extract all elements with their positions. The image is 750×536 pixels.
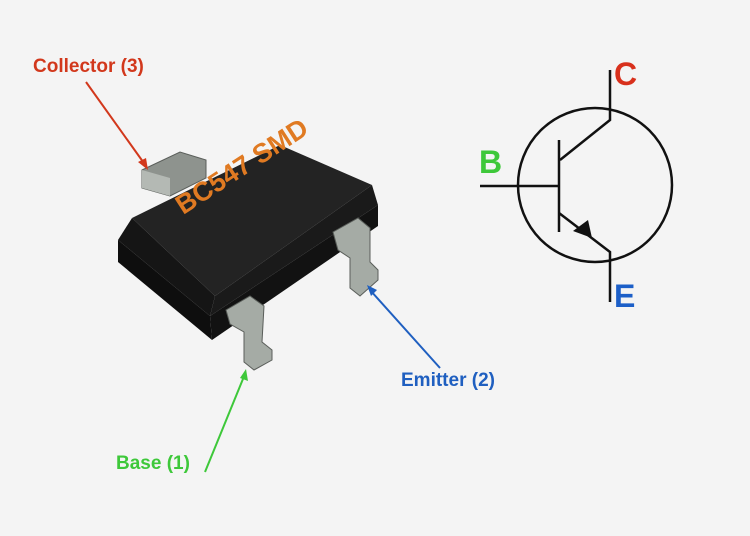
base-label: Base (1) xyxy=(116,453,190,474)
emitter-arrow xyxy=(367,285,441,369)
base-arrow xyxy=(204,369,248,473)
npn-transistor-symbol xyxy=(480,70,674,302)
collector-label: Collector (3) xyxy=(33,56,144,77)
symbol-base-label: B xyxy=(479,144,503,180)
base-lead xyxy=(225,295,273,371)
collector-lead xyxy=(141,151,207,197)
symbol-emitter-arrow-icon xyxy=(573,220,592,238)
emitter-lead xyxy=(332,217,379,297)
symbol-emitter-label: E xyxy=(614,278,636,314)
symbol-collector-line xyxy=(559,70,612,161)
symbol-collector-label: C xyxy=(614,56,638,92)
emitter-label: Emitter (2) xyxy=(401,370,495,391)
collector-arrow xyxy=(85,81,148,170)
symbol-emitter-line xyxy=(558,212,612,302)
